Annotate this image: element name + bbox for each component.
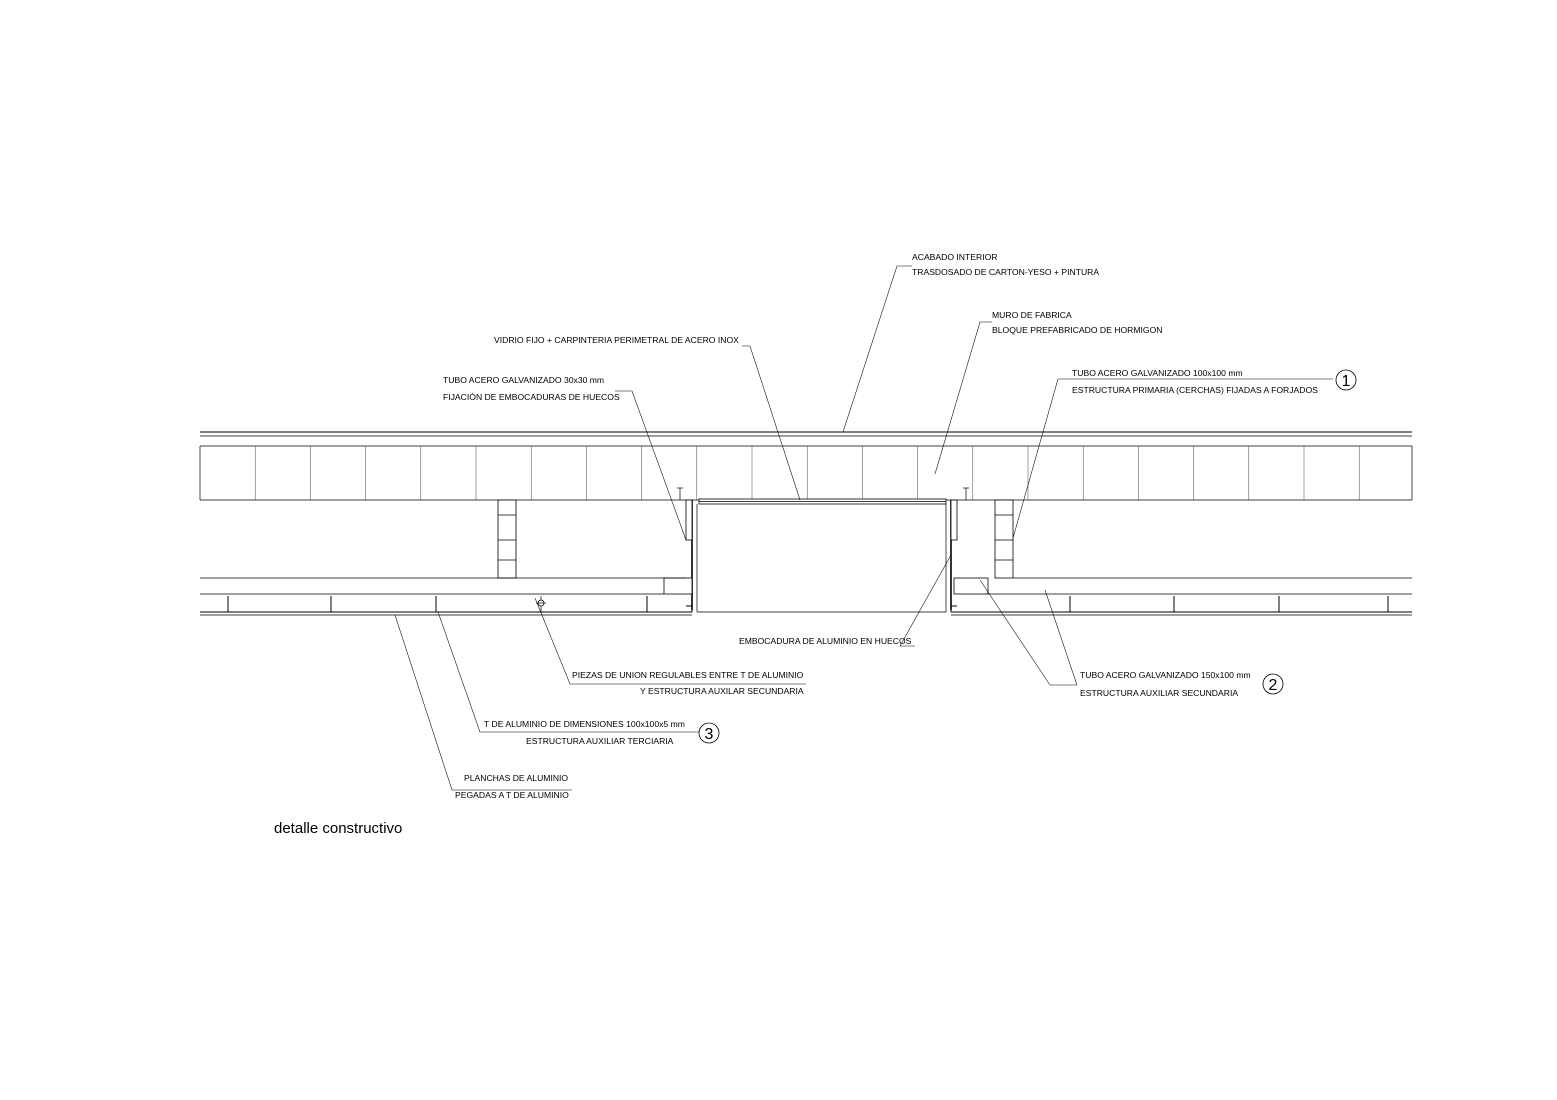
t-profile <box>1382 596 1394 613</box>
label-t-aluminio: T DE ALUMINIO DE DIMENSIONES 100x100x5 m… <box>484 719 685 729</box>
masonry-wall <box>199 446 1413 501</box>
secondary-structure <box>200 577 1412 595</box>
label-tubo-100x100: TUBO ACERO GALVANIZADO 100x100 mm <box>1072 368 1243 378</box>
interior-finish-layer <box>200 431 1412 447</box>
label-fijacion-embocaduras: FIJACIÓN DE EMBOCADURAS DE HUECOS <box>443 392 620 402</box>
label-estructura-terciaria: ESTRUCTURA AUXILIAR TERCIARIA <box>526 736 674 746</box>
t-profiles <box>222 596 1394 613</box>
label-tubo-30x30: TUBO ACERO GALVANIZADO 30x30 mm <box>443 375 604 385</box>
label-pegadas-t-aluminio: PEGADAS A T DE ALUMINIO <box>455 790 569 800</box>
marker-1: 1 <box>1342 373 1351 390</box>
label-estructura-primaria: ESTRUCTURA PRIMARIA (CERCHAS) FIJADAS A … <box>1072 385 1318 395</box>
label-muro-fabrica: MURO DE FABRICA <box>992 310 1072 320</box>
label-vidrio-fijo: VIDRIO FIJO + CARPINTERIA PERIMETRAL DE … <box>494 335 739 345</box>
marker-2: 2 <box>1269 677 1278 694</box>
t-profile <box>1168 596 1180 613</box>
aluminium-cladding <box>200 596 1412 616</box>
block-joints <box>254 446 1360 500</box>
t-profile <box>1273 596 1285 613</box>
adjustable-joint-piece <box>536 596 546 612</box>
t-profile <box>325 596 337 613</box>
label-tubo-150x100: TUBO ACERO GALVANIZADO 150x100 mm <box>1080 670 1251 680</box>
t-profile <box>1064 596 1076 613</box>
drawing-caption: detalle constructivo <box>274 820 402 837</box>
window-glazing <box>677 487 969 505</box>
annotations: ACABADO INTERIOR TRASDOSADO DE CARTON-YE… <box>274 252 1357 837</box>
marker-2-circle <box>1262 673 1284 695</box>
label-embocadura-aluminio: EMBOCADURA DE ALUMINIO EN HUECOS <box>739 636 912 646</box>
label-estructura-auxiliar-secundaria: ESTRUCTURA AUXILIAR SECUNDARIA <box>1080 688 1238 698</box>
label-piezas-union: PIEZAS DE UNION REGULABLES ENTRE T DE AL… <box>572 670 804 680</box>
leader-lines <box>394 265 1333 791</box>
label-planchas-aluminio: PLANCHAS DE ALUMINIO <box>464 773 568 783</box>
opening-reveal <box>663 499 989 613</box>
t-profile <box>641 596 653 613</box>
label-bloque-hormigon: BLOQUE PREFABRICADO DE HORMIGON <box>992 325 1162 335</box>
primary-steel-tubes <box>497 499 1014 579</box>
marker-3: 3 <box>705 726 714 743</box>
label-estructura-auxilar-secundaria: Y ESTRUCTURA AUXILAR SECUNDARIA <box>640 686 804 696</box>
label-trasdosado: TRASDOSADO DE CARTON-YESO + PINTURA <box>912 267 1099 277</box>
t-profile <box>222 596 234 613</box>
t-profile <box>430 596 442 613</box>
marker-3-circle <box>698 722 720 744</box>
marker-1-circle <box>1335 369 1357 391</box>
label-acabado-interior: ACABADO INTERIOR <box>912 252 997 262</box>
